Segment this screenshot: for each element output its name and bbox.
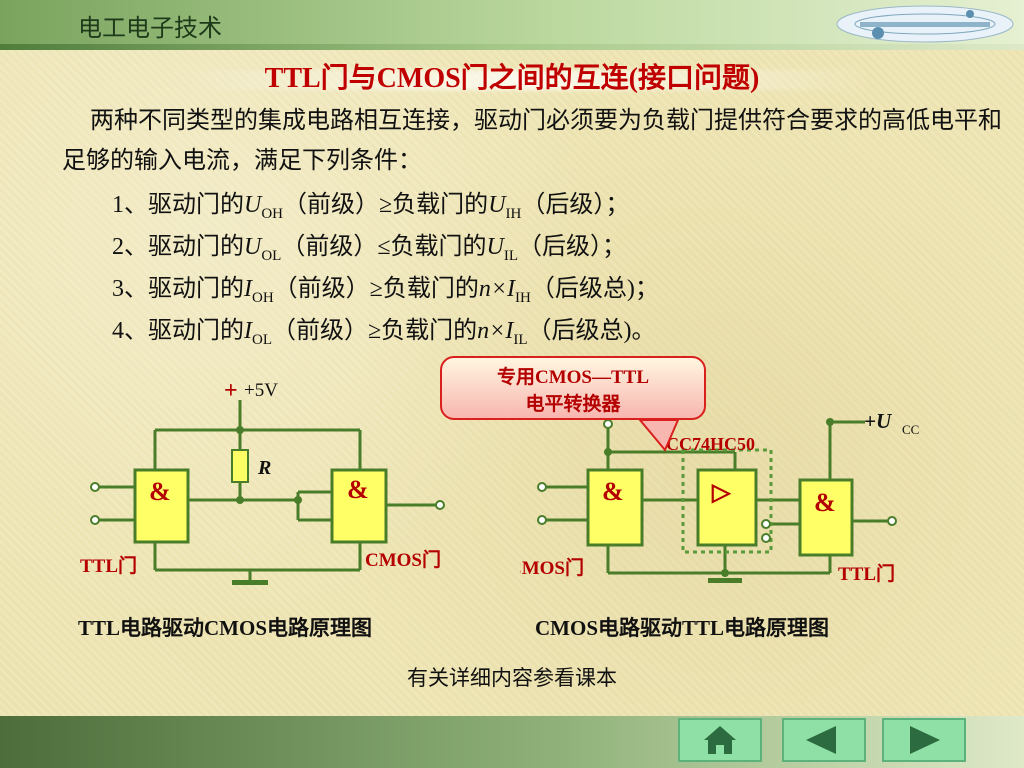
buffer-symbol: ▷ (711, 480, 732, 506)
buffer-gate (696, 468, 758, 547)
condition-mid: （前级）≥负载门的 (272, 318, 478, 344)
ground-symbol (232, 580, 268, 585)
condition-var: U (244, 192, 262, 218)
condition-item: 3、驱动门的IOH（前级）≥负载门的n×IIH（后级总)； (112, 268, 992, 310)
condition-sub: OH (261, 205, 284, 222)
and-symbol: & (814, 488, 836, 517)
resistor (231, 449, 249, 483)
condition-mid: （前级）≥负载门的 (283, 192, 489, 218)
condition-var: U (244, 234, 262, 260)
callout-line1: 专用CMOS—TTL (496, 367, 650, 388)
ttl-gate (798, 478, 854, 557)
title-highlight (172, 70, 872, 90)
next-button[interactable] (882, 718, 966, 762)
footer-bar (0, 716, 1024, 768)
resistor-label: R (257, 457, 271, 479)
converter-callout: 专用CMOS—TTL 电平转换器 (440, 356, 706, 420)
cmos-gate-label: CMOS门 (365, 548, 441, 571)
cmos-gate (330, 468, 388, 544)
intro-text: 两种不同类型的集成电路相互连接，驱动门必须要为负载门提供符合要求的高低电平和足够… (62, 106, 1002, 174)
cmos-to-ttl-diagram: CC74HC50 & ▷ & U DD +U CC CMOS门 TTL门 (520, 397, 919, 585)
left-caption: TTL电路驱动CMOS电路原理图 (78, 616, 373, 640)
condition-suffix: （后级总)； (530, 276, 659, 302)
condition-sub: IH (515, 289, 531, 306)
supply-label: +5V (244, 380, 278, 401)
callout-pointer (637, 419, 680, 452)
condition-prefix: 4、驱动门的 (112, 318, 244, 344)
condition-suffix: （后级总)。 (527, 318, 656, 344)
condition-n: n× (478, 276, 508, 302)
condition-prefix: 1、驱动门的 (112, 192, 244, 218)
condition-prefix: 3、驱动门的 (112, 276, 244, 302)
condition-sub: OL (261, 247, 282, 264)
right-arrow-icon (910, 726, 940, 754)
ucc-label: +U (864, 409, 893, 433)
ground-symbol (708, 578, 742, 583)
callout-line2: 电平转换器 (525, 393, 621, 415)
condition-sub: IH (505, 205, 522, 222)
previous-button[interactable] (782, 718, 866, 762)
slide-title: TTL门与CMOS门之间的互连(接口问题) (264, 63, 760, 94)
and-symbol: & (149, 477, 171, 506)
condition-sub: OH (252, 289, 274, 306)
cmos-gate (586, 468, 644, 547)
condition-sub: IL (503, 247, 519, 264)
cmos-gate-label: CMOS门 (520, 556, 584, 579)
header-stripe (0, 44, 1024, 50)
condition-item: 2、驱动门的UOL（前级）≤负载门的UIL（后级）； (112, 226, 992, 268)
condition-var: I (505, 318, 514, 344)
ttl-gate-label: TTL门 (838, 562, 895, 585)
ttl-gate (133, 468, 190, 544)
condition-n: n× (477, 318, 506, 344)
condition-mid: （前级）≤负载门的 (281, 234, 487, 260)
condition-var: I (244, 276, 252, 302)
ttl-gate-label: TTL门 (80, 554, 137, 577)
course-title: 电工电子技术 (78, 14, 222, 42)
and-symbol: & (602, 477, 624, 506)
home-button[interactable] (678, 718, 762, 762)
condition-sub: IL (513, 331, 528, 348)
condition-sub: OL (252, 331, 272, 348)
condition-item: 4、驱动门的IOL（前级）≥负载门的n×IIL（后级总)。 (112, 310, 992, 352)
plus-sign: + (224, 378, 238, 404)
right-caption: CMOS电路驱动TTL电路原理图 (535, 616, 830, 640)
condition-prefix: 2、驱动门的 (112, 234, 244, 260)
converter-label: CC74HC50 (666, 434, 755, 454)
condition-var: U (488, 192, 506, 218)
condition-item: 1、驱动门的UOH（前级）≥负载门的UIH（后级）； (112, 184, 992, 226)
ttl-to-cmos-diagram: + +5V R & & TTL门 CMOS门 (80, 378, 445, 585)
condition-var: I (244, 318, 252, 344)
left-arrow-icon (806, 726, 836, 754)
reference-note: 有关详细内容参看课本 (407, 666, 617, 690)
home-icon (704, 726, 736, 754)
and-symbol: & (347, 475, 369, 504)
ucc-sub: CC (902, 422, 919, 437)
condition-var: U (486, 234, 504, 260)
condition-var: I (507, 276, 516, 302)
converter-box (681, 448, 773, 554)
condition-list: 1、驱动门的UOH（前级）≥负载门的UIH（后级）； 2、驱动门的UOL（前级）… (112, 184, 992, 352)
condition-mid: （前级）≥负载门的 (273, 276, 479, 302)
condition-suffix: （后级）； (518, 234, 627, 260)
condition-suffix: （后级）； (521, 192, 630, 218)
course-logo (836, 5, 1014, 43)
intro-paragraph: 两种不同类型的集成电路相互连接，驱动门必须要为负载门提供符合要求的高低电平和足够… (62, 100, 1002, 180)
